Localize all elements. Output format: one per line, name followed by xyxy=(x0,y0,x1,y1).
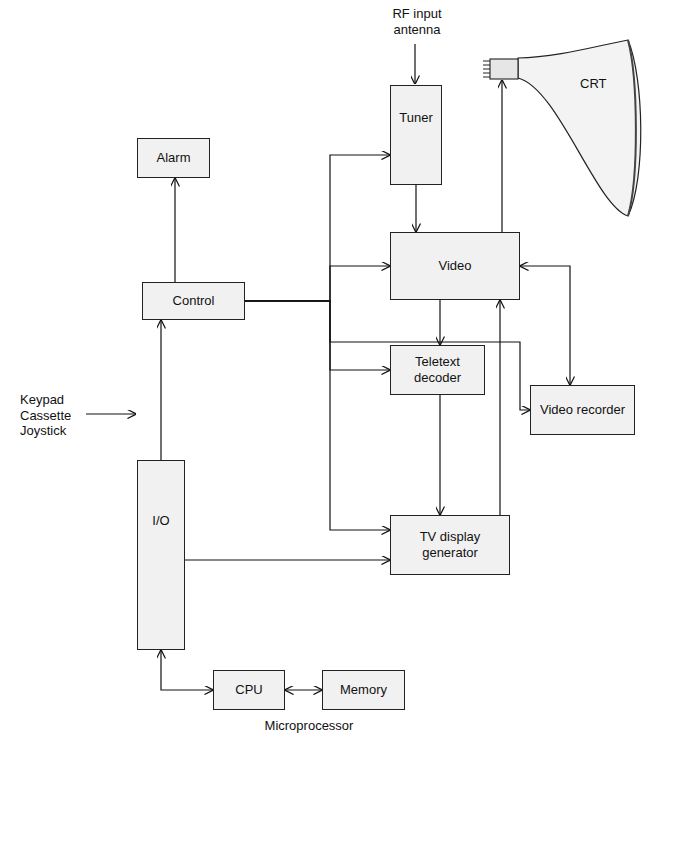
crt-screen xyxy=(628,40,636,216)
tuner-box: Tuner xyxy=(390,85,442,185)
signal-connector xyxy=(499,300,500,515)
crt-outline xyxy=(478,38,650,218)
signal-connector xyxy=(439,300,440,345)
crt-pins xyxy=(483,61,490,77)
peripheral-input-arrow xyxy=(86,413,136,414)
signal-connector xyxy=(174,178,175,282)
node-label: Teletext decoder xyxy=(396,354,479,385)
display-generator-box: TV display generator xyxy=(390,515,510,575)
signal-connector xyxy=(161,650,213,690)
node-label: Video xyxy=(438,258,471,274)
node-label: I/O xyxy=(152,513,169,529)
teletext-decoder-box: Teletext decoder xyxy=(390,345,485,395)
signal-connector xyxy=(185,559,390,560)
label-text: RF input antenna xyxy=(374,6,460,37)
crt-bulb xyxy=(518,40,641,216)
video-recorder-box: Video recorder xyxy=(530,385,635,435)
signal-connector xyxy=(439,395,440,515)
signal-connector xyxy=(245,301,390,530)
node-label: CRT xyxy=(580,76,650,92)
node-label: Alarm xyxy=(157,150,191,166)
node-label: Memory xyxy=(340,682,387,698)
cpu-box: CPU xyxy=(213,670,285,710)
crt-tube: CRT xyxy=(478,38,650,218)
signal-connector xyxy=(245,155,390,301)
antenna-input-arrow xyxy=(414,44,415,84)
video-box: Video xyxy=(390,232,520,300)
alarm-box: Alarm xyxy=(137,138,210,178)
label-text: Microprocessor xyxy=(254,718,364,734)
node-label: Video recorder xyxy=(540,402,625,418)
signal-connector xyxy=(285,689,322,690)
signal-connector xyxy=(415,185,416,232)
label-text: Keypad Cassette Joystick xyxy=(20,392,86,439)
node-label: CPU xyxy=(235,682,262,698)
antenna-label: RF input antenna xyxy=(374,6,460,37)
io-box: I/O xyxy=(137,460,185,650)
signal-connector xyxy=(501,80,502,232)
microprocessor-label: Microprocessor xyxy=(254,718,364,734)
node-label: TV display generator xyxy=(396,529,504,560)
signal-connector xyxy=(160,320,161,460)
input-devices-label: Keypad Cassette Joystick xyxy=(20,392,86,439)
signal-connector xyxy=(245,266,390,301)
node-label: Tuner xyxy=(399,110,432,126)
signal-connector xyxy=(245,301,530,410)
signal-connector xyxy=(520,266,570,385)
node-label: Control xyxy=(173,293,215,309)
signal-connector xyxy=(245,301,390,370)
control-box: Control xyxy=(142,282,245,320)
memory-box: Memory xyxy=(322,670,405,710)
crt-neck xyxy=(490,59,518,79)
